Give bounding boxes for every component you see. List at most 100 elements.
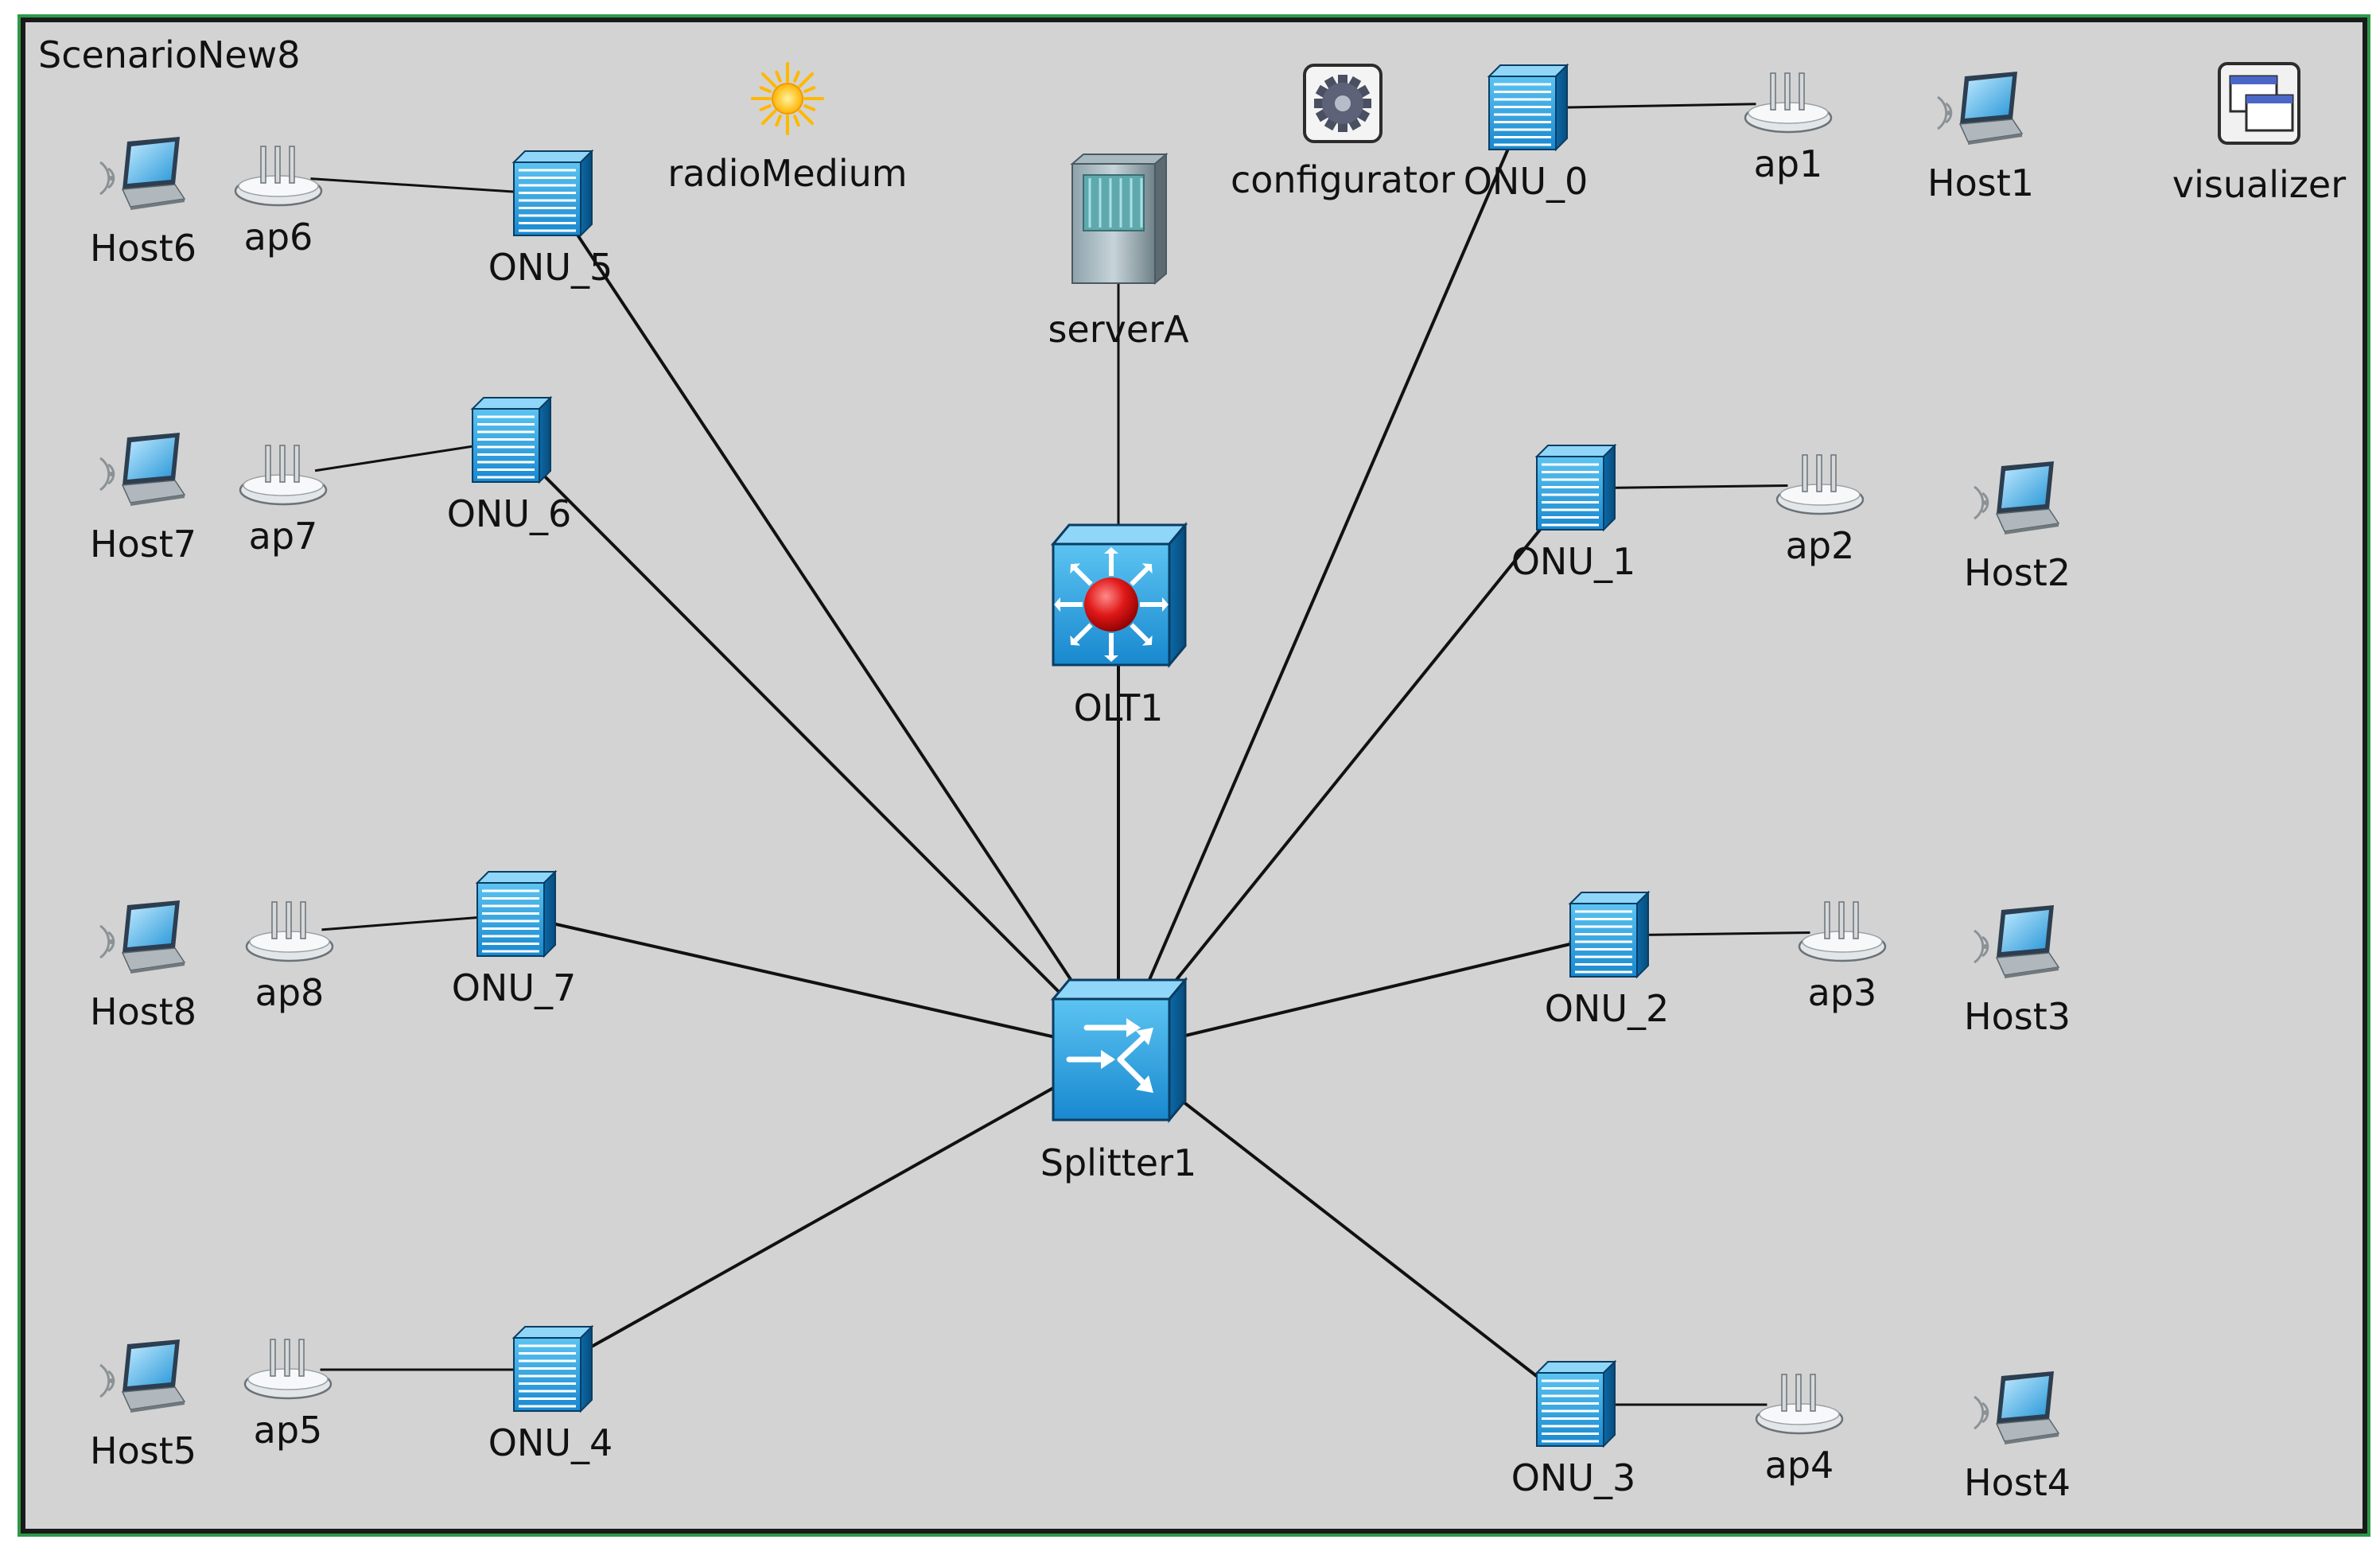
links-layer — [310, 103, 1810, 1406]
laptop-icon — [1937, 72, 2024, 145]
link-onu_1-ap2[interactable] — [1605, 484, 1788, 489]
access-point-icon — [1798, 901, 1887, 962]
node-label: Host1 — [1927, 161, 2034, 204]
access-point-icon — [239, 445, 328, 506]
node-label: ap3 — [1808, 971, 1877, 1014]
node-ap8[interactable]: ap8 — [245, 901, 334, 1014]
node-label: ap7 — [249, 515, 318, 558]
node-label: Host2 — [1964, 551, 2071, 594]
node-label: Host6 — [90, 227, 196, 270]
link-onu_3-splitter1[interactable] — [1160, 1083, 1550, 1386]
node-configurator[interactable]: configurator — [1231, 64, 1455, 201]
link-onu_4-splitter1[interactable] — [578, 1076, 1072, 1355]
access-point-icon — [1755, 1374, 1844, 1435]
node-label: visualizer — [2172, 163, 2346, 206]
node-label: ONU_7 — [452, 966, 577, 1009]
node-splitter1[interactable]: Splitter1 — [1040, 976, 1197, 1184]
node-label: ONU_3 — [1511, 1456, 1636, 1499]
node-label: ONU_6 — [447, 492, 572, 535]
node-host8[interactable]: Host8 — [90, 900, 196, 1033]
link-ap7-onu_6[interactable] — [314, 444, 478, 472]
node-onu-6[interactable]: ONU_6 — [447, 395, 572, 535]
node-label: Host3 — [1964, 995, 2071, 1038]
node-label: Host7 — [90, 523, 196, 566]
gear-icon — [1303, 64, 1382, 143]
nodes-layer: radioMedium configurator visualizer serverA… — [90, 62, 2346, 1504]
node-onu-3[interactable]: ONU_3 — [1511, 1359, 1636, 1499]
node-label: ONU_2 — [1545, 987, 1670, 1030]
node-radiomedium[interactable]: radioMedium — [667, 62, 908, 195]
node-label: ONU_0 — [1464, 160, 1589, 203]
node-host5[interactable]: Host5 — [90, 1339, 196, 1472]
onu-icon — [511, 1324, 594, 1413]
laptop-icon — [1974, 1371, 2060, 1444]
node-onu-4[interactable]: ONU_4 — [488, 1324, 613, 1464]
access-point-icon — [234, 146, 323, 207]
node-host2[interactable]: Host2 — [1964, 461, 2071, 594]
onu-icon — [1534, 443, 1617, 532]
node-label: ap2 — [1786, 524, 1855, 567]
onu-icon — [1568, 890, 1651, 979]
access-point-icon — [1775, 454, 1865, 515]
node-label: ap1 — [1754, 142, 1823, 185]
link-onu_6-splitter1[interactable] — [531, 462, 1081, 1014]
node-label: Host4 — [1964, 1461, 2071, 1504]
node-label: configurator — [1231, 158, 1455, 201]
link-onu_2-splitter1[interactable] — [1170, 940, 1577, 1041]
node-label: Splitter1 — [1040, 1141, 1197, 1184]
node-ap4[interactable]: ap4 — [1755, 1374, 1844, 1487]
node-onu-1[interactable]: ONU_1 — [1511, 443, 1636, 583]
splitter-icon — [1050, 976, 1188, 1124]
node-host6[interactable]: Host6 — [90, 137, 196, 270]
node-visualizer[interactable]: visualizer — [2172, 62, 2346, 206]
node-host1[interactable]: Host1 — [1927, 72, 2034, 204]
laptop-icon — [1974, 905, 2060, 978]
olt-icon — [1050, 521, 1188, 669]
node-label: Host8 — [90, 990, 196, 1033]
onu-icon — [475, 869, 558, 958]
laptop-icon — [99, 433, 186, 506]
link-ap8-onu_7[interactable] — [321, 916, 482, 931]
network-diagram[interactable]: radioMedium configurator visualizer serverA… — [21, 17, 2367, 1534]
node-ap1[interactable]: ap1 — [1744, 72, 1833, 185]
node-label: ONU_1 — [1511, 540, 1636, 583]
access-point-icon — [243, 1339, 332, 1400]
windows-icon — [2218, 62, 2300, 145]
node-host4[interactable]: Host4 — [1964, 1371, 2071, 1504]
sun-icon — [751, 62, 824, 135]
node-label: ap4 — [1765, 1444, 1834, 1487]
laptop-icon — [99, 137, 186, 210]
onu-icon — [511, 149, 594, 238]
access-point-icon — [1744, 72, 1833, 134]
node-onu-2[interactable]: ONU_2 — [1545, 890, 1670, 1030]
node-host3[interactable]: Host3 — [1964, 905, 2071, 1038]
node-servera[interactable]: serverA — [1048, 152, 1189, 351]
node-onu-0[interactable]: ONU_0 — [1464, 63, 1589, 203]
node-onu-7[interactable]: ONU_7 — [452, 869, 577, 1009]
node-host7[interactable]: Host7 — [90, 433, 196, 566]
node-label: Host5 — [90, 1429, 196, 1472]
link-onu_5-splitter1[interactable] — [566, 220, 1090, 1007]
node-onu-5[interactable]: ONU_5 — [488, 149, 613, 289]
link-onu_1-splitter1[interactable] — [1151, 512, 1555, 1010]
link-onu_0-ap1[interactable] — [1558, 103, 1756, 109]
node-ap2[interactable]: ap2 — [1775, 454, 1865, 567]
link-onu_7-splitter1[interactable] — [544, 919, 1066, 1042]
access-point-icon — [245, 901, 334, 962]
link-ap6-onu_5[interactable] — [310, 177, 519, 193]
node-ap3[interactable]: ap3 — [1798, 901, 1887, 1014]
network-canvas[interactable]: ScenarioNew8 — [21, 17, 2367, 1534]
node-ap7[interactable]: ap7 — [239, 445, 328, 558]
node-label: ap5 — [254, 1409, 323, 1452]
node-label: radioMedium — [667, 152, 907, 195]
laptop-icon — [1974, 461, 2060, 535]
onu-icon — [1534, 1359, 1617, 1448]
onu-icon — [470, 395, 553, 484]
link-onu_2-ap3[interactable] — [1639, 931, 1810, 936]
node-label: OLT1 — [1074, 686, 1164, 729]
laptop-icon — [99, 1339, 186, 1413]
node-olt1[interactable]: OLT1 — [1050, 521, 1188, 729]
node-ap5[interactable]: ap5 — [243, 1339, 332, 1452]
link-onu_0-splitter1[interactable] — [1138, 137, 1515, 1002]
node-ap6[interactable]: ap6 — [234, 146, 323, 259]
